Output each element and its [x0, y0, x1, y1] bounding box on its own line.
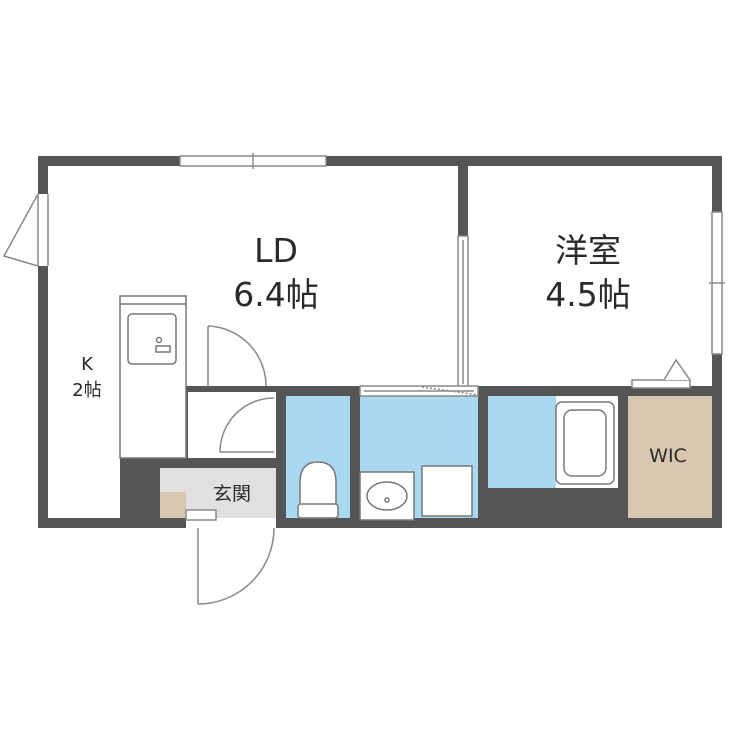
shoe-box — [160, 492, 186, 518]
entrance-room-name: 玄関 — [213, 483, 251, 505]
washbasin-icon — [359, 471, 415, 521]
sliding-door-washroom — [359, 385, 479, 397]
wic-vent — [631, 358, 691, 389]
hall-door — [219, 397, 275, 453]
kitchen-counter — [119, 295, 187, 459]
side-door — [2, 193, 49, 267]
kitchen-room-size: 2帖 — [72, 380, 101, 401]
wic-room-name: WIC — [649, 445, 687, 467]
front-door — [185, 509, 276, 605]
bedroom-room-size: 4.5帖 — [545, 275, 630, 314]
ld-room-name: LD — [254, 231, 298, 270]
toilet-icon — [297, 461, 339, 519]
ld-door — [207, 325, 267, 387]
bedroom-room-name: 洋室 — [555, 231, 621, 270]
wic-floor — [628, 396, 712, 520]
windows — [179, 153, 725, 355]
bathroom-floor — [488, 396, 556, 488]
washing-machine-space — [421, 465, 473, 517]
ld-room-size: 6.4帖 — [233, 275, 318, 314]
sliding-door-bedroom — [457, 235, 469, 389]
kitchen-sink — [127, 313, 177, 365]
bathtub-icon — [555, 401, 615, 485]
kitchen-room-name: K — [81, 354, 94, 375]
faucet-icon — [155, 345, 171, 353]
